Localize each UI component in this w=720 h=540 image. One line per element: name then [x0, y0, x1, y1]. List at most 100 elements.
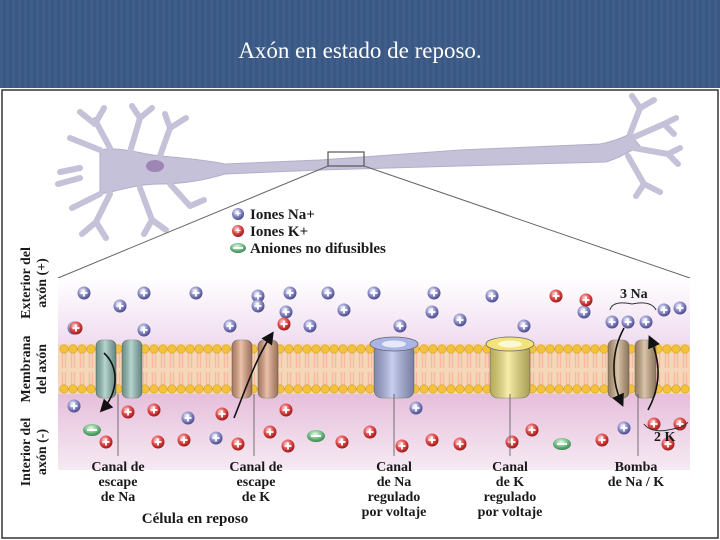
na-ion — [427, 286, 441, 300]
na-ion — [67, 399, 81, 413]
lipid-molecule — [140, 344, 150, 394]
neuron-illustration — [55, 93, 683, 241]
k-ion — [263, 425, 277, 439]
channel-label-line: por voltaje — [478, 505, 543, 520]
lipid-molecule — [320, 344, 330, 394]
k-ion — [579, 293, 593, 307]
zoom-box — [327, 151, 365, 167]
axon-rest-diagram: + Iones Na+ + Iones K+ Aniones no difusi… — [1, 89, 719, 539]
na-ion — [113, 299, 127, 313]
k-ion — [231, 437, 245, 451]
k-ion — [147, 403, 161, 417]
na-ion — [251, 299, 265, 313]
zoom-line-right — [363, 165, 691, 279]
membrane-label-2: del axón — [35, 344, 50, 394]
channel-labels: Canal de escape de Na Canal de escape de… — [91, 394, 664, 520]
na-ion — [181, 411, 195, 425]
channel-label-line: escape — [99, 475, 138, 490]
interior-label-1: Interior del — [19, 418, 34, 487]
lipid-molecule — [536, 344, 546, 394]
k-ion — [647, 417, 661, 431]
legend-k-label: Iones K+ — [250, 224, 308, 240]
na-ion — [425, 305, 439, 319]
legend: + Iones Na+ + Iones K+ Aniones no difusi… — [230, 207, 386, 257]
k-ion — [69, 321, 83, 335]
na-ion — [605, 315, 619, 329]
k-ion — [151, 435, 165, 449]
slide-header: Axón en estado de reposo. — [0, 0, 720, 88]
pump-out-brace — [643, 421, 689, 432]
pump-na-arrow — [612, 327, 625, 407]
lipid-molecule — [59, 344, 69, 394]
lipid-molecule — [419, 344, 429, 394]
na-ion — [337, 303, 351, 317]
channel-label-line: por voltaje — [362, 505, 427, 520]
lipid-molecule — [671, 344, 681, 394]
k-ion — [453, 437, 467, 451]
channel-label-k-gated: Canal de K regulado por voltaje — [478, 394, 543, 520]
zoom-line-left — [57, 165, 329, 279]
channel-label-line: regulado — [368, 490, 421, 505]
na-ion — [283, 286, 297, 300]
lipid-molecule — [680, 344, 690, 394]
lipid-molecule — [311, 344, 321, 394]
k-leak-arrow — [233, 331, 274, 419]
exterior-label-2: axón (+) — [35, 258, 50, 308]
na-ion — [303, 319, 317, 333]
na-ion — [639, 315, 653, 329]
lipid-molecule — [167, 344, 177, 394]
pump-in-brace — [609, 302, 657, 311]
na-leak-arrow — [99, 352, 116, 413]
na-ion — [77, 286, 91, 300]
pump-out-label: 2 K — [654, 430, 676, 445]
lipid-molecule — [545, 344, 555, 394]
channel-label-line: Canal — [492, 460, 528, 475]
lipid-molecule — [581, 344, 591, 394]
lipid-molecule — [212, 344, 222, 394]
membrane-section — [58, 278, 690, 470]
na-gated-channel — [369, 336, 419, 399]
legend-k-icon: + — [232, 225, 244, 237]
lipid-molecule — [554, 344, 564, 394]
lipid-molecule — [293, 344, 303, 394]
na-ion — [367, 286, 381, 300]
na-ion — [617, 421, 631, 435]
interior-label-2: axón (-) — [35, 429, 50, 476]
na-ion — [209, 431, 223, 445]
k-ion — [215, 407, 229, 421]
na-ion — [137, 323, 151, 337]
lipid-molecule — [572, 344, 582, 394]
channel-label-na-leak: Canal de escape de Na — [91, 394, 145, 505]
channel-label-line: Canal — [376, 460, 412, 475]
na-ion — [621, 315, 635, 329]
k-ion — [281, 439, 295, 453]
channel-label-line: escape — [237, 475, 276, 490]
svg-text:+: + — [235, 209, 241, 220]
k-ion — [425, 433, 439, 447]
k-gated-channel — [485, 336, 535, 399]
lipid-molecule — [338, 344, 348, 394]
channel-label-pump: Bomba de Na / K — [608, 394, 664, 490]
svg-text:+: + — [235, 226, 241, 237]
na-ion — [657, 303, 671, 317]
pump-in-label: 3 Na — [620, 287, 648, 302]
k-ion — [395, 439, 409, 453]
k-ion — [661, 437, 675, 451]
lipid-molecule — [446, 344, 456, 394]
k-ion — [673, 417, 687, 431]
lipid-molecule — [77, 344, 87, 394]
legend-na-icon: + — [232, 208, 244, 220]
lipid-molecule — [590, 344, 600, 394]
na-ion — [409, 401, 423, 415]
na-ion — [189, 286, 203, 300]
lipid-molecule — [455, 344, 465, 394]
na-ion — [251, 289, 265, 303]
na-ion — [517, 319, 531, 333]
na-ion — [453, 313, 467, 327]
k-ion — [277, 317, 291, 331]
lipid-molecule — [203, 344, 213, 394]
k-ion — [99, 435, 113, 449]
legend-anion-icon — [230, 243, 246, 253]
lipid-molecule — [347, 344, 357, 394]
k-ion — [335, 435, 349, 449]
